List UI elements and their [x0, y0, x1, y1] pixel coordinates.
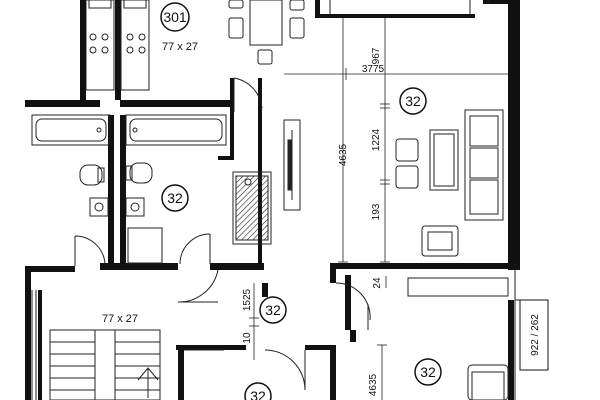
- bathtub-left: [31, 114, 111, 146]
- room-marker-bath: 32: [161, 184, 189, 212]
- side-tag-label: 922 / 262: [530, 314, 541, 356]
- toilet-right: [125, 162, 153, 184]
- dim-4635-lower: 4635: [368, 373, 379, 396]
- dimension-lines: [249, 18, 508, 400]
- dim-4635-upper: 4635: [338, 143, 349, 166]
- coffee-table: [429, 129, 459, 191]
- room-marker-bedroom: 32: [414, 358, 442, 386]
- armchair: [421, 225, 459, 257]
- dim-10: 10: [242, 332, 253, 344]
- thin-lines: [31, 0, 520, 400]
- kitchen-counter-right: [120, 0, 150, 91]
- dim-967: 967: [371, 47, 382, 64]
- dim-label-top: 77 x 27: [162, 41, 198, 53]
- room-marker-label: 32: [405, 93, 421, 109]
- dimension-texts: 77 x 27 77 x 27 967 3775 1224 4635 193 2…: [102, 41, 385, 396]
- bathtub-right: [125, 114, 227, 146]
- dim-1525: 1525: [242, 288, 253, 311]
- tall-cabinets: [283, 119, 301, 211]
- room-marker-bottom: 32: [244, 382, 272, 400]
- sink-right: [125, 197, 145, 217]
- dim-193: 193: [371, 203, 382, 220]
- washer-cabinet: [127, 227, 163, 264]
- room-marker-label: 32: [167, 190, 183, 206]
- staircase: [49, 329, 161, 400]
- bed-edge: [407, 277, 509, 400]
- dim-1224: 1224: [371, 128, 382, 151]
- side-armchairs: [395, 138, 419, 189]
- room-marker-301: 301: [160, 2, 190, 32]
- room-marker-label: 301: [163, 9, 187, 25]
- dim-label-hall: 77 x 27: [102, 313, 138, 325]
- room-marker-hall: 32: [259, 296, 287, 324]
- room-marker-living: 32: [399, 87, 427, 115]
- shower-tray: [232, 171, 272, 245]
- room-marker-label: 32: [265, 302, 281, 318]
- kitchen-counter-left: [85, 0, 115, 91]
- room-marker-label: 32: [250, 388, 266, 400]
- toilet-left: [79, 164, 105, 186]
- sink-left: [89, 197, 109, 217]
- sofa: [464, 109, 504, 221]
- dim-24: 24: [372, 277, 383, 289]
- dining-table: [228, 0, 305, 65]
- doors: [74, 77, 371, 391]
- side-tag: 922 / 262: [519, 299, 549, 371]
- dim-3775: 3775: [362, 64, 385, 75]
- room-marker-label: 32: [420, 364, 436, 380]
